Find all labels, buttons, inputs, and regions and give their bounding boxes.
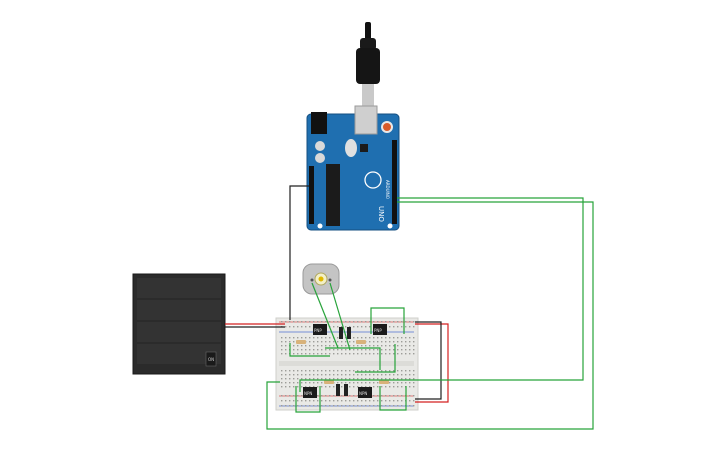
transistor-q4[interactable]: NPN	[358, 387, 372, 398]
wire-loop-top-right[interactable]	[370, 307, 405, 334]
usb-cable[interactable]	[356, 22, 380, 106]
wire-cross-right[interactable]	[355, 344, 396, 373]
wire-motor-lead-2[interactable]	[329, 282, 351, 351]
resistor-1[interactable]	[296, 340, 306, 344]
resistor-2[interactable]	[356, 340, 366, 344]
diode-3[interactable]	[336, 384, 340, 396]
battery-pack[interactable]: ON	[132, 273, 226, 375]
transistor-q1[interactable]: PNP	[313, 324, 327, 335]
wire-signal-2[interactable]	[266, 201, 594, 430]
transistor-q3-label: NPN	[304, 391, 312, 396]
transistor-q1-label: PNP	[314, 328, 322, 333]
arduino-board-name: UNO	[377, 206, 385, 222]
wire-arduino-gnd[interactable]	[289, 185, 309, 320]
wire-motor-lead-1[interactable]	[311, 282, 339, 349]
wire-right-rail-black[interactable]	[415, 321, 442, 400]
transistor-q2-label: PNP	[374, 328, 382, 333]
transistor-q2[interactable]: PNP	[373, 324, 387, 335]
dc-motor[interactable]	[302, 263, 340, 295]
wire-cross-left[interactable]	[289, 343, 330, 357]
wire-signal-1[interactable]	[299, 197, 584, 392]
resistor-3[interactable]	[324, 380, 334, 384]
resistor-4[interactable]	[379, 380, 389, 384]
wire-right-rail-red[interactable]	[415, 323, 449, 403]
arduino-brand: ARDUINO	[385, 180, 390, 199]
diode-4[interactable]	[344, 384, 348, 396]
diode-2[interactable]	[347, 327, 351, 339]
diode-1[interactable]	[339, 327, 343, 339]
battery-switch-label: ON	[208, 357, 214, 362]
wire-loop-bottom-left[interactable]	[295, 386, 321, 413]
wire-cross-center[interactable]	[325, 347, 381, 370]
transistor-q4-label: NPN	[359, 391, 367, 396]
wire-loop-bottom-right[interactable]	[379, 386, 407, 411]
arduino-uno-board[interactable]: UNO ARDUINO	[306, 105, 400, 231]
transistor-q3[interactable]: NPN	[303, 387, 317, 398]
